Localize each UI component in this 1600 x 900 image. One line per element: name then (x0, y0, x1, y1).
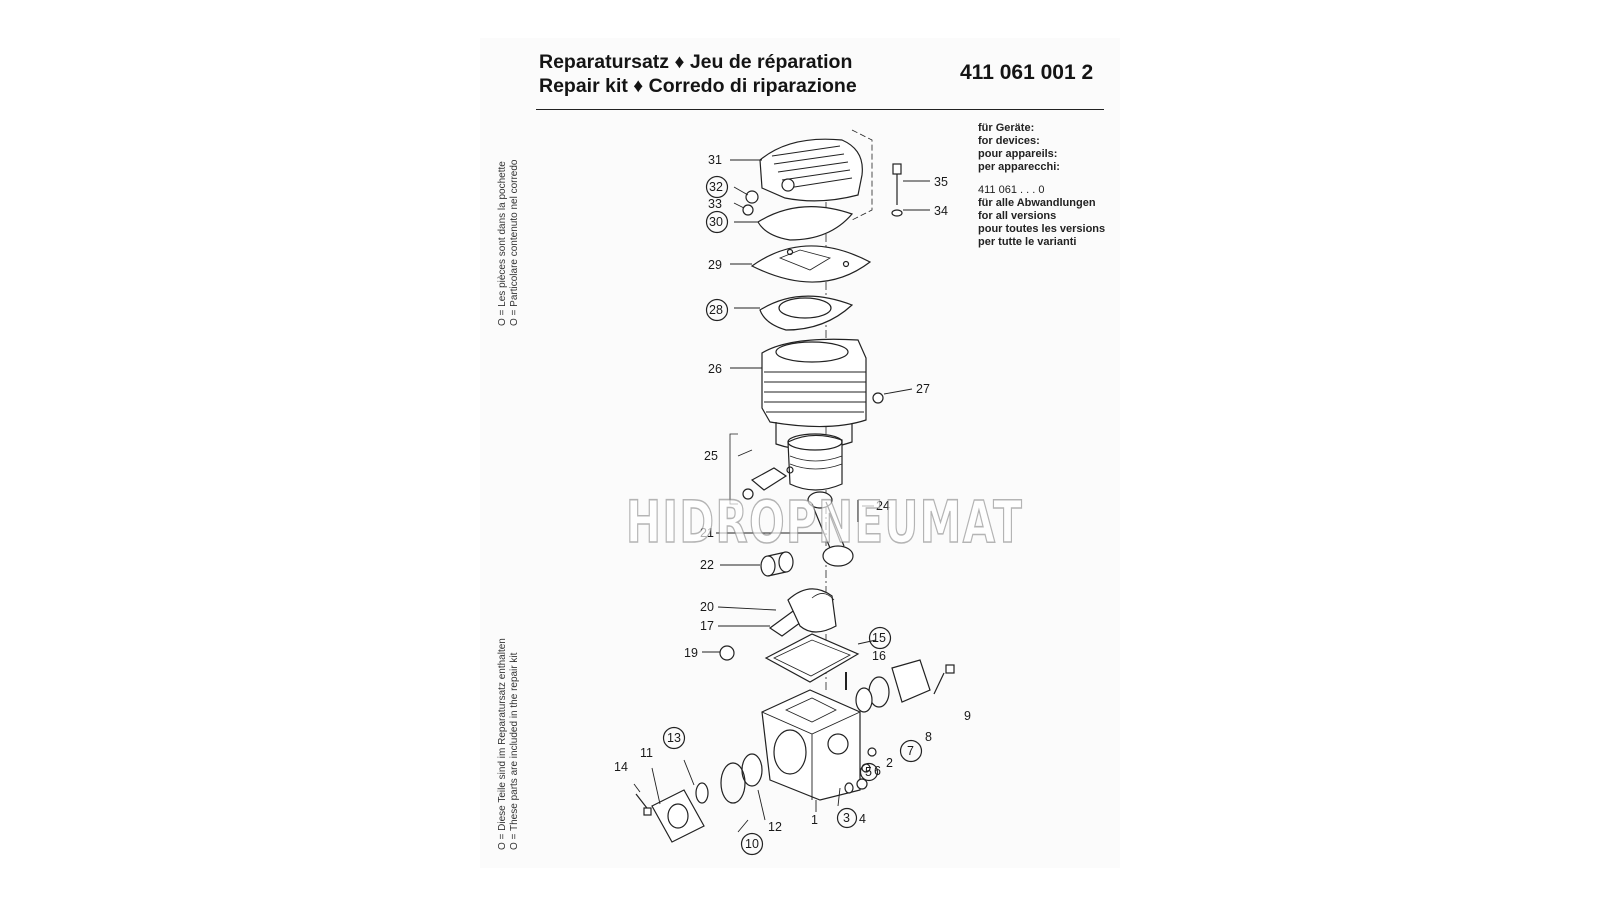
callout-27: 27 (916, 382, 930, 396)
devices-label-en: for devices: (978, 135, 1040, 147)
callout-3: 3 (843, 811, 850, 825)
callout-30: 30 (709, 215, 723, 229)
bearing-bush-part (760, 551, 794, 577)
callout-34: 34 (934, 204, 948, 218)
kit-marker-circles (662, 175, 923, 856)
crank-nut-part (719, 645, 735, 661)
devices-label-de: für Geräte: (978, 122, 1035, 134)
callout-9: 9 (964, 709, 971, 723)
callout-7: 7 (907, 744, 914, 758)
piston-bracket (729, 433, 738, 505)
callout-labels: 31 32 33 30 35 34 29 28 26 27 25 24 21 2… (614, 153, 971, 851)
plug-screw-part (844, 747, 877, 794)
header-rule (536, 109, 1104, 110)
callout-22: 22 (700, 558, 714, 572)
devices-block: für Geräte: for devices: pour appareils:… (978, 122, 1105, 249)
callout-12: 12 (768, 820, 782, 834)
nut-part (872, 392, 884, 404)
callout-5: 5 (865, 765, 872, 779)
devices-all-en: for all versions (978, 210, 1057, 222)
shaft-seal-part (695, 782, 709, 804)
callout-31: 31 (708, 153, 722, 167)
leader-lines (633, 159, 930, 833)
cylinder-part (761, 338, 867, 451)
devices-all-fr: pour toutes les versions (978, 223, 1106, 235)
callout-11: 11 (640, 746, 653, 760)
crankcase-part (761, 689, 861, 801)
title-line-1: Reparatursatz ♦ Jeu de réparation (539, 51, 853, 73)
head-gasket-part (757, 206, 854, 241)
callout-29: 29 (708, 258, 722, 272)
bush-part (855, 687, 873, 713)
callout-1: 1 (811, 813, 818, 827)
crankshaft-part (768, 588, 837, 637)
piston-part (742, 433, 843, 500)
callout-6: 6 (874, 764, 881, 778)
crankcase-gasket-part (764, 633, 860, 683)
callout-17: 17 (700, 619, 714, 633)
cover-screw-part (933, 664, 955, 695)
bolt-part (891, 163, 903, 217)
callout-21: 21 (700, 526, 714, 540)
bearing-flange-part (651, 789, 705, 843)
devices-code: 411 061 . . . 0 (978, 184, 1045, 196)
watermark-text: HIDROPNEUMAT (625, 487, 1024, 557)
title-line-2: Repair kit ♦ Corredo di riparazione (539, 75, 857, 97)
callout-33: 33 (708, 197, 722, 211)
shim-ring-part (720, 762, 746, 804)
callout-14: 14 (614, 760, 628, 774)
callout-10: 10 (745, 837, 759, 851)
callout-25: 25 (704, 449, 718, 463)
part-number: 411 061 001 2 (960, 61, 1094, 84)
callout-26: 26 (708, 362, 722, 376)
valve-plate-part (750, 245, 872, 283)
callout-13: 13 (667, 731, 681, 745)
callout-20: 20 (700, 600, 714, 614)
callout-19: 19 (684, 646, 698, 660)
devices-label-fr: pour appareils: (978, 148, 1058, 160)
connecting-rod-part (807, 491, 859, 567)
devices-all-it: per tutte le varianti (978, 236, 1077, 248)
callout-28: 28 (709, 303, 723, 317)
flange-screw-part (635, 793, 652, 816)
callout-32: 32 (709, 180, 723, 194)
devices-all-de: für alle Abwandlungen (978, 197, 1096, 209)
callout-16: 16 (872, 649, 886, 663)
callout-4: 4 (859, 812, 866, 826)
callout-35: 35 (934, 175, 948, 189)
bolt-bracket (851, 129, 873, 221)
callout-2: 2 (886, 756, 893, 770)
cylinder-head-part (759, 138, 863, 202)
callout-15: 15 (872, 631, 886, 645)
end-cover-part (891, 659, 931, 703)
plug-part (745, 190, 759, 204)
callout-8: 8 (925, 730, 932, 744)
devices-label-it: per apparecchi: (978, 161, 1060, 173)
seal-ring-part (742, 204, 754, 216)
callout-24: 24 (876, 499, 890, 513)
cylinder-gasket-part (759, 295, 854, 331)
